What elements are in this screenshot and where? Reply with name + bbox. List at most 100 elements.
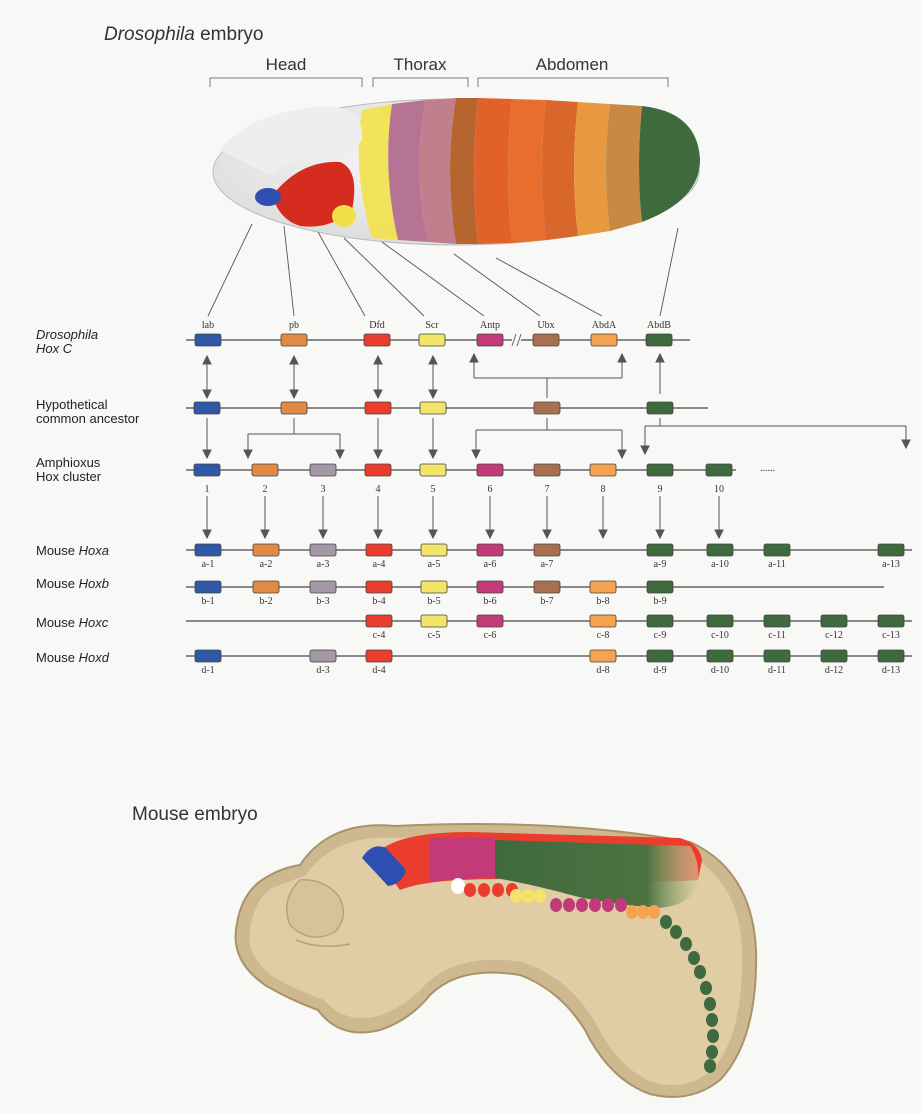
- mouse-hoxa-gene-box-3: [310, 544, 336, 556]
- mouse-hoxa-gene-box-10: [707, 544, 733, 556]
- amph-num-2: 2: [263, 484, 268, 495]
- gene-label-antp: Antp: [480, 320, 500, 331]
- amph-gene-box-9: [647, 464, 673, 476]
- mouse-hoxb-label-4: b-4: [372, 596, 385, 607]
- mouse-hoxd-label-10: d-10: [711, 665, 729, 676]
- mouse-hoxd-gene-box-10: [707, 650, 733, 662]
- dros-gene-box-dfd: [364, 334, 390, 346]
- amph-num-8: 8: [601, 484, 606, 495]
- somite: [576, 898, 588, 912]
- mouse-hoxd-gene-box-1: [195, 650, 221, 662]
- mouse-hoxc-gene-box-5: [421, 615, 447, 627]
- mouse-hoxa-gene-box-2: [253, 544, 279, 556]
- arrow-anc-posterior-split: [645, 418, 906, 448]
- row-label-drosophila-1: Drosophila: [36, 327, 98, 342]
- arrow-anc-central-split: [476, 418, 622, 452]
- somite: [534, 889, 546, 903]
- somite: [707, 1029, 719, 1043]
- gene-label-lab: lab: [202, 320, 214, 331]
- mouse-hoxc-gene-box-8: [590, 615, 616, 627]
- mouse-hoxb-gene-box-9: [647, 581, 673, 593]
- mouse-hoxd-gene-box-8: [590, 650, 616, 662]
- gene-label-scr: Scr: [425, 320, 439, 331]
- amph-gene-box-3: [310, 464, 336, 476]
- mouse-hoxa-gene-box-6: [477, 544, 503, 556]
- mouse-hoxd-label-8: d-8: [596, 665, 609, 676]
- mouse-hoxb-label-8: b-8: [596, 596, 609, 607]
- somite: [637, 905, 649, 919]
- somite: [510, 889, 522, 903]
- mouse-hoxc-label-11: c-11: [768, 630, 785, 641]
- mouse-hoxb-label-2: b-2: [259, 596, 272, 607]
- region-head-label: Head: [266, 55, 307, 74]
- row-label-hoxc: Mouse Hoxc: [36, 615, 109, 630]
- row-label-hoxb: Mouse Hoxb: [36, 576, 109, 591]
- mouse-hoxa-gene-box-13: [878, 544, 904, 556]
- mouse-hoxb-label-7: b-7: [540, 596, 553, 607]
- amph-num-6: 6: [488, 484, 493, 495]
- mouse-hoxd-label-1: d-1: [201, 665, 214, 676]
- mouse-embryo-title: Mouse embryo: [132, 804, 258, 825]
- mouse-hoxa-gene-box-1: [195, 544, 221, 556]
- arrow-lab: [203, 356, 211, 398]
- ancestor-gene-box-5: [534, 402, 560, 414]
- mouse-hoxb-label-1: b-1: [201, 596, 214, 607]
- mouse-hoxc-gene-box-9: [647, 615, 673, 627]
- arrow-head-abda: [618, 354, 626, 362]
- somite: [602, 898, 614, 912]
- gene-label-abda: AbdA: [592, 320, 617, 331]
- somite: [563, 898, 575, 912]
- mouse-hoxd-label-9: d-9: [653, 665, 666, 676]
- mouse-hoxc-label-10: c-10: [711, 630, 729, 641]
- mouse-hoxb-gene-box-2: [253, 581, 279, 593]
- amph-gene-box-10: [706, 464, 732, 476]
- region-abdomen-label: Abdomen: [536, 55, 609, 74]
- dros-gene-box-pb: [281, 334, 307, 346]
- mouse-hoxb-label-3: b-3: [316, 596, 329, 607]
- mouse-hoxc-label-6: c-6: [484, 630, 497, 641]
- mouse-hoxc-gene-box-11: [764, 615, 790, 627]
- mouse-hoxb-gene-box-4: [366, 581, 392, 593]
- mouse-hoxd-label-11: d-11: [768, 665, 786, 676]
- amph-num-5: 5: [431, 484, 436, 495]
- row-label-hoxa: Mouse Hoxa: [36, 543, 109, 558]
- mouse-hoxc-gene-box-13: [878, 615, 904, 627]
- homology-arrows: [203, 354, 910, 538]
- somite: [550, 898, 562, 912]
- mouse-hoxa-label-5: a-5: [428, 559, 441, 570]
- row-label-hoxd: Mouse Hoxd: [36, 650, 110, 665]
- row-label-amphioxus-2: Hox cluster: [36, 469, 102, 484]
- ancestor-gene-box-4: [420, 402, 446, 414]
- gene-boxes: [194, 334, 904, 662]
- mouse-gene-labels: a-1a-2a-3a-4a-5a-6a-7a-9a-10a-11a-13b-1b…: [201, 559, 900, 676]
- mouse-hoxc-gene-box-6: [477, 615, 503, 627]
- amph-num-7: 7: [545, 484, 550, 495]
- dros-gene-box-lab: [195, 334, 221, 346]
- somite: [694, 965, 706, 979]
- mouse-hoxa-gene-box-11: [764, 544, 790, 556]
- amph-gene-box-4: [365, 464, 391, 476]
- mouse-hoxc-label-9: c-9: [654, 630, 667, 641]
- mouse-hoxb-label-6: b-6: [483, 596, 496, 607]
- mouse-hoxd-gene-box-4: [366, 650, 392, 662]
- mouse-hoxb-gene-box-7: [534, 581, 560, 593]
- mouse-hoxc-label-12: c-12: [825, 630, 843, 641]
- gene-label-abdb: AbdB: [647, 320, 671, 331]
- row-label-drosophila-2: Hox C: [36, 341, 73, 356]
- arrows-to-mouse: [203, 496, 723, 538]
- mouse-hoxd-label-12: d-12: [825, 665, 843, 676]
- mouse-hoxa-gene-box-4: [366, 544, 392, 556]
- somite: [492, 883, 504, 897]
- mouse-hoxc-gene-box-12: [821, 615, 847, 627]
- mouse-hoxd-label-3: d-3: [316, 665, 329, 676]
- amph-num-1: 1: [205, 484, 210, 495]
- drosophila-gene-labels: lab pb Dfd Scr Antp Ubx AbdA AbdB: [202, 320, 671, 331]
- dros-gene-box-scr: [419, 334, 445, 346]
- dros-gene-box-abda: [591, 334, 617, 346]
- mouse-hoxb-gene-box-3: [310, 581, 336, 593]
- amph-num-4: 4: [376, 484, 381, 495]
- mouse-hoxc-label-4: c-4: [373, 630, 386, 641]
- amph-gene-box-1: [194, 464, 220, 476]
